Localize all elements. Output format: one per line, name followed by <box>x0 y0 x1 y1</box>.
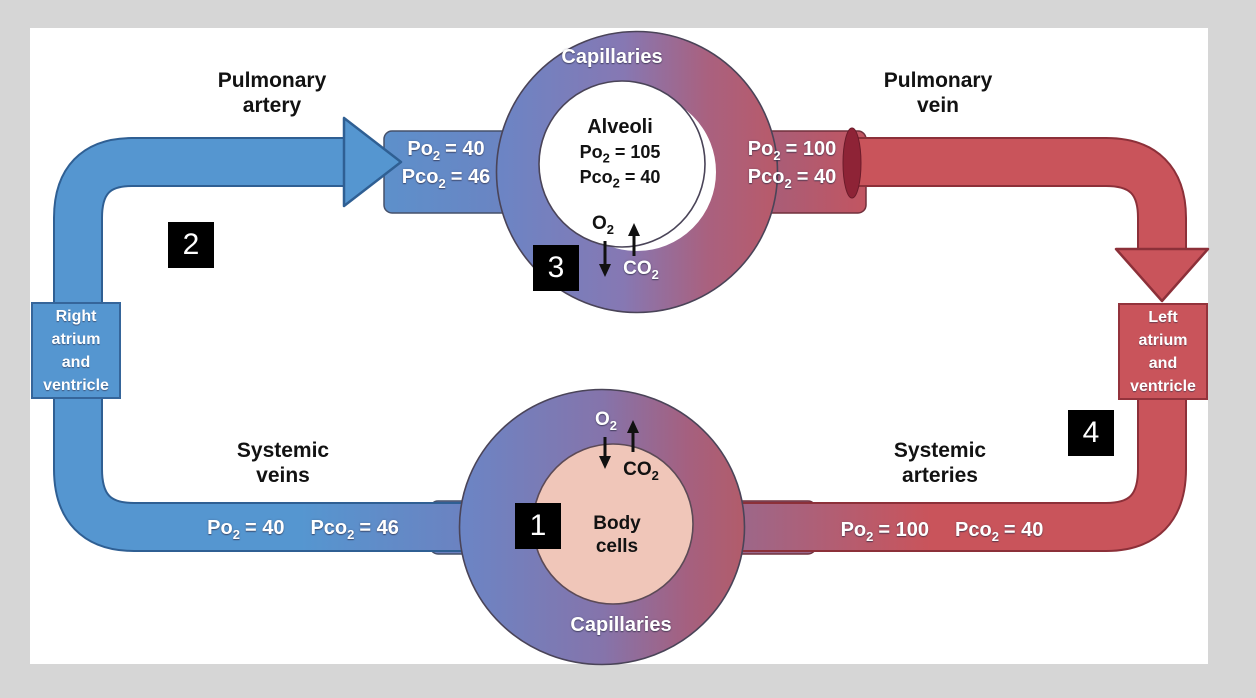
o2-label: O2 <box>594 409 618 433</box>
pulmonary-capillary-ring <box>496 31 778 313</box>
pco2-reading: Pco2= 46 <box>310 517 399 542</box>
pulmonary-vein-arrowhead <box>1114 247 1210 303</box>
marker-3: 3 <box>533 245 579 291</box>
heart-box-line: atrium <box>1138 331 1188 349</box>
pulmonary-vein-readings: Po2= 100 Pco2= 40 <box>748 135 836 191</box>
alveoli-title: Alveoli <box>587 116 653 138</box>
systemic-veins-label: Systemic veins <box>236 439 330 487</box>
heart-box-line: ventricle <box>1130 377 1196 395</box>
po2-reading: Po2= 40 <box>207 517 285 542</box>
marker-4: 4 <box>1068 410 1114 456</box>
right-heart-box: Right atrium and ventricle <box>31 302 121 399</box>
alveoli-pco2-reading: Pco2= 40 <box>579 167 661 191</box>
pulmonary-capillary-ring-outline <box>495 30 779 314</box>
systemic-capillary-ring-outline <box>458 388 746 666</box>
heart-box-line: Right <box>55 307 97 325</box>
arterial-tube <box>730 398 1185 550</box>
pco2-reading: Pco2= 46 <box>401 166 491 191</box>
co2-up-arrowhead-icon <box>628 223 640 236</box>
marker-1: 1 <box>515 503 561 549</box>
heart-box-line: and <box>1148 354 1178 372</box>
pulmonary-vein-label: Pulmonary vein <box>883 69 993 117</box>
vessel-opening-ellipse <box>842 127 862 199</box>
co2-label: CO2 <box>623 459 659 483</box>
systemic-veins-readings: Po2= 40 Pco2= 46 <box>207 514 399 542</box>
co2-label: CO2 <box>623 258 659 282</box>
marker-2: 2 <box>168 222 214 268</box>
pulmonary-artery-arrowhead <box>342 116 403 208</box>
alveoli-po2-reading: Po2= 105 <box>579 142 661 166</box>
pulmonary-artery-readings: Po2= 40 Pco2= 46 <box>402 135 490 191</box>
pco2-reading: Pco2= 40 <box>747 166 837 191</box>
pco2-reading: Pco2= 40 <box>955 519 1044 544</box>
heart-box-line: atrium <box>51 330 101 348</box>
o2-label: O2 <box>591 213 615 237</box>
o2-down-arrowhead-icon <box>599 264 611 277</box>
po2-reading: Po2= 100 <box>747 138 837 163</box>
alveoli-block: Alveoli Po2= 105 Pco2= 40 <box>580 115 661 190</box>
left-heart-box: Left atrium and ventricle <box>1118 303 1208 400</box>
heart-box-line: and <box>61 353 91 371</box>
systemic-capillaries-label: Capillaries <box>570 614 672 636</box>
pulmonary-artery-label: Pulmonary artery <box>217 69 327 117</box>
heart-box-line: ventricle <box>43 376 109 394</box>
co2-up-arrowhead-icon <box>627 420 639 433</box>
systemic-arteries-readings: Po2= 100 Pco2= 40 <box>841 516 1044 544</box>
pulmonary-vein-tube <box>852 139 1185 252</box>
venous-tube <box>55 139 480 550</box>
alveoli-circle <box>538 80 706 248</box>
o2-down-arrowhead-icon <box>599 456 611 469</box>
systemic-arteries-label: Systemic arteries <box>893 439 987 487</box>
systemic-capillary-ring <box>459 389 745 665</box>
heart-box-line: Left <box>1148 308 1178 326</box>
po2-reading: Po2= 40 <box>407 138 485 163</box>
body-cells-label: Body cells <box>593 513 641 557</box>
pulmonary-capillaries-label: Capillaries <box>561 46 663 68</box>
po2-reading: Po2= 100 <box>840 519 929 544</box>
